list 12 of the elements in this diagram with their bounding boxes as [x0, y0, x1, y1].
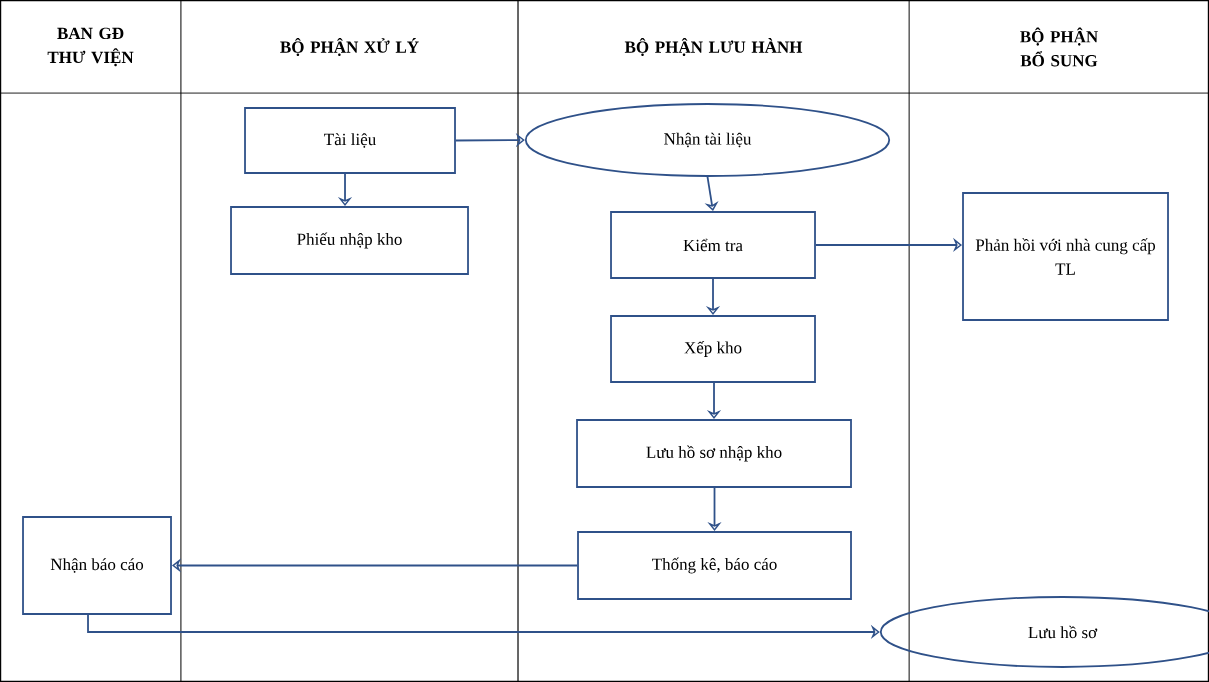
- process-box: Lưu hồ sơ nhập kho: [576, 419, 852, 488]
- column-header: BỘ PHẬN LƯU HÀNH: [624, 37, 803, 57]
- process-box: Thống kê, báo cáo: [577, 531, 852, 600]
- process-box: Kiểm tra: [610, 211, 816, 279]
- column-header: BỘ PHẬN XỬ LÝ: [280, 37, 419, 57]
- column-header: BỘ PHẬN BỔ SUNG: [1020, 27, 1098, 67]
- process-box: Phản hồi với nhà cung cấp TL: [962, 192, 1169, 321]
- process-box: Phiếu nhập kho: [230, 206, 469, 275]
- process-box: Xếp kho: [610, 315, 816, 383]
- process-box: Nhận báo cáo: [22, 516, 172, 615]
- process-box: Tài liệu: [244, 107, 456, 174]
- column-header: BAN GĐ THƯ VIỆN: [47, 27, 134, 67]
